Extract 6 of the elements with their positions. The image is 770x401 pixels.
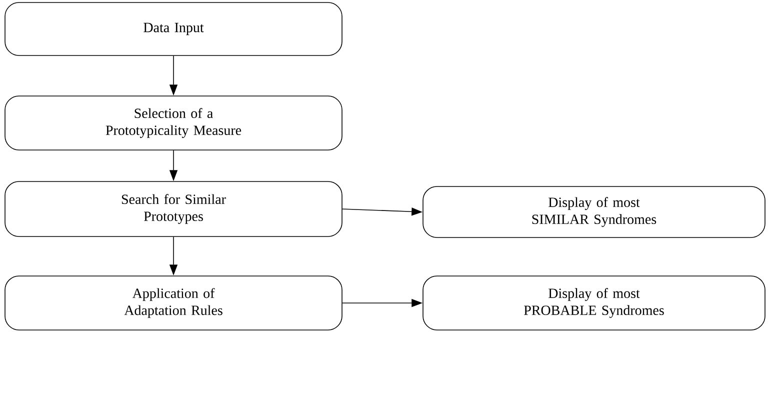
process-box: Selection of a Prototypicality Measure (4, 96, 342, 150)
process-box: Search for Similar Prototypes (4, 181, 342, 237)
process-box: Display of most PROBABLE Syndromes (422, 276, 766, 330)
process-box: Display of most SIMILAR Syndromes (422, 186, 766, 238)
process-box: Data Input (4, 2, 342, 56)
process-box: Application of Adaptation Rules (4, 276, 342, 330)
